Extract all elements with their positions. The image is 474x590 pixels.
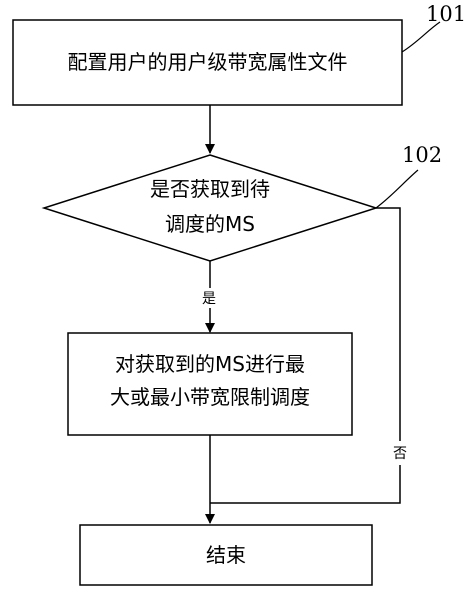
process-box-schedule: [67, 332, 353, 436]
no-label: 否: [392, 441, 408, 465]
step-schedule-text: 对获取到的MS进行最 大或最小带宽限制调度: [68, 348, 352, 414]
end-text: 结束: [206, 543, 246, 567]
no-branch-line: [210, 207, 401, 504]
process-box-configure: [12, 19, 403, 106]
decision-text-line2: 调度的MS: [165, 212, 255, 236]
decision-text: 是否获取到待 调度的MS: [94, 172, 326, 242]
yes-label: 是: [201, 288, 217, 308]
decision-text-line1: 是否获取到待: [150, 177, 270, 201]
ref-number-101: 101: [426, 2, 467, 26]
ref-number-102: 102: [402, 143, 443, 167]
step-schedule-line2: 大或最小带宽限制调度: [110, 385, 310, 409]
step-configure-text: 配置用户的用户级带宽属性文件: [67, 50, 348, 74]
end-box: [79, 524, 373, 586]
ref-leader-102: [375, 169, 419, 209]
ref-leader-101: [401, 21, 441, 53]
step-schedule-line1: 对获取到的MS进行最: [115, 352, 305, 376]
